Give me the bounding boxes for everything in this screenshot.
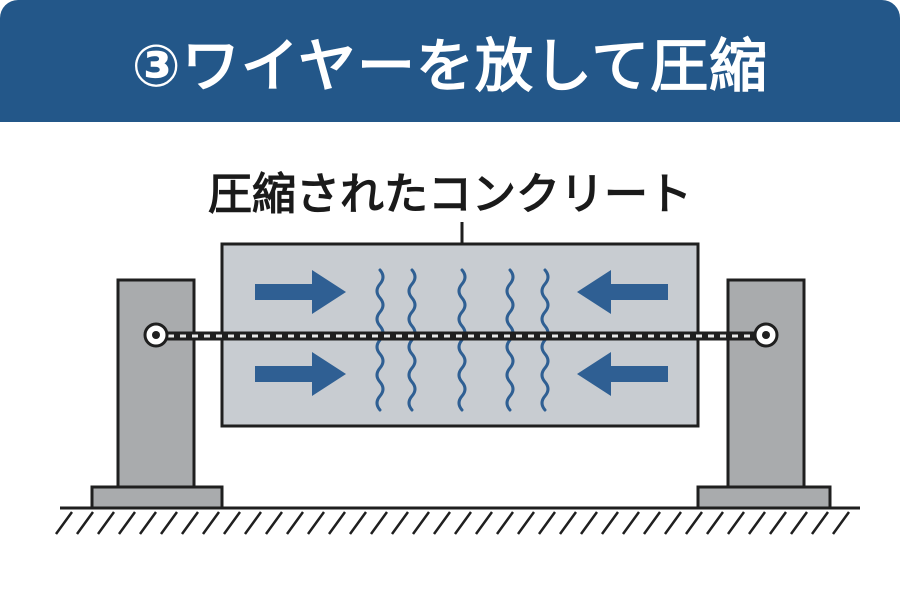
- hatch-stroke: [642, 511, 662, 535]
- hatch-stroke: [201, 511, 221, 535]
- hatch-stroke: [222, 511, 242, 535]
- right-post-base: [696, 485, 832, 510]
- hatch-stroke: [537, 511, 557, 535]
- hatch-stroke: [747, 511, 767, 535]
- page-title: ③ワイヤーを放して圧縮: [131, 32, 769, 100]
- hatch-stroke: [411, 511, 431, 535]
- right-post: [726, 278, 806, 489]
- hatch-stroke: [600, 511, 620, 535]
- hatch-stroke: [180, 511, 200, 535]
- left-post: [116, 278, 196, 489]
- hatch-stroke: [138, 511, 158, 535]
- hatch-stroke: [243, 511, 263, 535]
- hatch-stroke: [768, 511, 788, 535]
- hatch-stroke: [264, 511, 284, 535]
- hatch-stroke: [705, 511, 725, 535]
- hatch-stroke: [558, 511, 578, 535]
- hatch-stroke: [117, 511, 137, 535]
- hatch-stroke: [516, 511, 536, 535]
- concrete-label: 圧縮されたコンクリート: [208, 169, 692, 220]
- arrow-left-icon: [577, 270, 668, 314]
- hatch-stroke: [789, 511, 809, 535]
- hatch-stroke: [810, 511, 830, 535]
- hatch-stroke: [327, 511, 347, 535]
- hatch-stroke: [621, 511, 641, 535]
- header-banner: ③ワイヤーを放して圧縮: [0, 0, 900, 122]
- hatch-stroke: [96, 511, 116, 535]
- hatch-stroke: [663, 511, 683, 535]
- ground-hatch-icon: [54, 511, 851, 535]
- hatch-stroke: [474, 511, 494, 535]
- arrow-right-icon: [255, 352, 346, 396]
- hatch-stroke: [369, 511, 389, 535]
- hatch-stroke: [432, 511, 452, 535]
- hatch-stroke: [726, 511, 746, 535]
- hatch-stroke: [285, 511, 305, 535]
- hatch-stroke: [495, 511, 515, 535]
- hatch-stroke: [390, 511, 410, 535]
- hatch-stroke: [453, 511, 473, 535]
- anchor-center: [762, 331, 770, 339]
- anchor-center: [152, 331, 160, 339]
- hatch-stroke: [831, 511, 851, 535]
- hatch-stroke: [579, 511, 599, 535]
- hatch-stroke: [159, 511, 179, 535]
- hatch-stroke: [348, 511, 368, 535]
- hatch-stroke: [75, 511, 95, 535]
- hatch-stroke: [306, 511, 326, 535]
- hatch-stroke: [684, 511, 704, 535]
- arrow-left-icon: [577, 352, 668, 396]
- left-post-base: [90, 485, 224, 510]
- arrow-right-icon: [255, 270, 346, 314]
- hatch-stroke: [54, 511, 74, 535]
